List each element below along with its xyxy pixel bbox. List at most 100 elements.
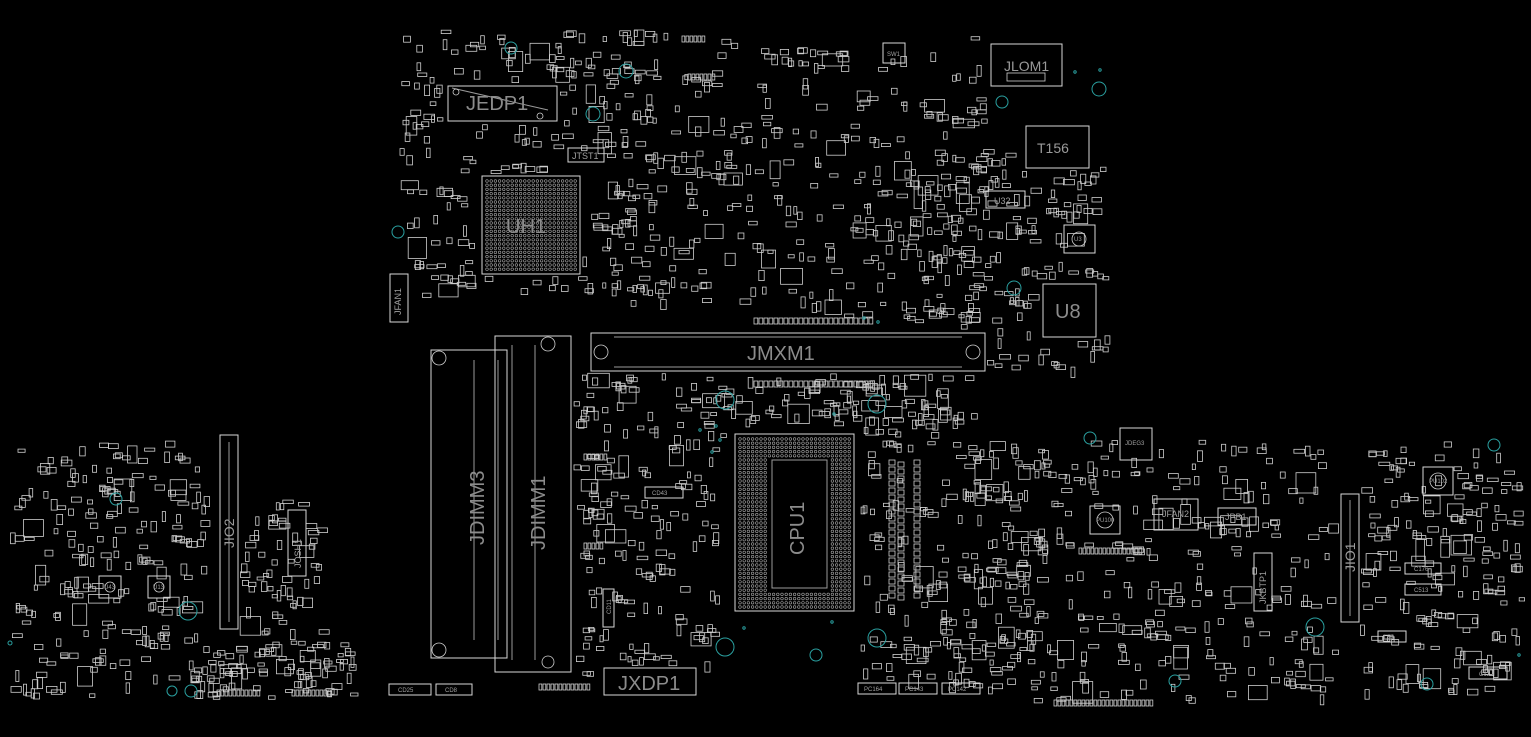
smd-part bbox=[1030, 679, 1041, 685]
bga-ball bbox=[489, 183, 493, 187]
component-c513[interactable]: C513 bbox=[1404, 583, 1442, 596]
switch-sw1[interactable]: SW1 bbox=[882, 42, 906, 64]
bga-ball bbox=[763, 567, 767, 571]
connector-jdimm1[interactable]: JDIMM1 bbox=[494, 335, 572, 673]
component-l32[interactable]: L32 bbox=[1377, 630, 1407, 643]
bga-ball bbox=[805, 445, 809, 450]
connector-jlom1[interactable]: JLOM1 bbox=[990, 43, 1063, 87]
smd-part bbox=[816, 214, 823, 222]
bga-ball bbox=[801, 601, 805, 605]
bga-ball bbox=[738, 538, 742, 542]
bga-ball bbox=[489, 187, 493, 191]
connector-jio2[interactable]: JIO2 bbox=[219, 434, 239, 630]
resistor-array bbox=[570, 683, 575, 691]
chip-u3[interactable]: U3 bbox=[1063, 224, 1096, 254]
bga-ball bbox=[531, 196, 535, 200]
bga-ball bbox=[839, 462, 843, 466]
smd-part bbox=[650, 515, 660, 522]
smd-part bbox=[1034, 470, 1040, 479]
smd-part bbox=[268, 520, 279, 526]
smd-part bbox=[156, 597, 168, 602]
capacitor-pc142[interactable]: PC142 bbox=[941, 682, 981, 695]
bga-ball bbox=[830, 575, 835, 580]
smd-part bbox=[1375, 597, 1387, 603]
connector-jpb1[interactable]: JPB1 bbox=[1217, 507, 1257, 526]
component-c176[interactable]: C176 bbox=[1404, 562, 1442, 575]
connector-jxdp1[interactable]: JXDP1 bbox=[603, 667, 697, 696]
smd-part bbox=[634, 74, 642, 82]
chip-pu102[interactable]: PU102 bbox=[1422, 466, 1454, 496]
capacitor-cd25[interactable]: CD25 bbox=[388, 683, 432, 696]
smd-part bbox=[1293, 448, 1306, 454]
smd-part bbox=[1051, 672, 1057, 682]
smd-part bbox=[1391, 465, 1398, 471]
smd-part bbox=[440, 274, 449, 281]
smd-part bbox=[1204, 621, 1210, 633]
bga-ball bbox=[560, 183, 565, 187]
smd-part bbox=[649, 428, 659, 434]
chip-u32[interactable]: U32 bbox=[985, 190, 1026, 209]
transformer-t156[interactable]: T156 bbox=[1025, 125, 1090, 169]
connector-jfan1[interactable]: JFAN1 bbox=[389, 273, 409, 323]
smd-part bbox=[299, 655, 305, 663]
connector-jtst1[interactable]: JTST1 bbox=[567, 147, 605, 163]
bga-ball bbox=[830, 592, 835, 597]
smd-part bbox=[645, 109, 651, 118]
resistor-array bbox=[1117, 699, 1122, 707]
connector-jdimm3[interactable]: JDIMM3 bbox=[430, 349, 508, 659]
chip-uh1[interactable]: UH1 bbox=[481, 175, 581, 275]
smd-part bbox=[963, 250, 975, 256]
chip-cpu1[interactable]: CPU1 bbox=[734, 433, 855, 612]
bga-ball bbox=[755, 496, 759, 500]
smd-part bbox=[1038, 613, 1049, 619]
smd-part bbox=[924, 275, 934, 281]
bga-ball bbox=[822, 596, 826, 601]
connector-jdeg3[interactable]: JDEG3 bbox=[1119, 427, 1153, 461]
bga-ball bbox=[759, 496, 763, 500]
chip-u8[interactable]: U8 bbox=[1042, 283, 1097, 338]
smd-part bbox=[566, 30, 577, 37]
smd-part bbox=[889, 608, 895, 615]
smd-part bbox=[850, 227, 859, 232]
connector-jfan2[interactable]: JFAN2 bbox=[1153, 498, 1199, 531]
resistor-array bbox=[1053, 699, 1058, 707]
connector-jio1[interactable]: JIO1 bbox=[1340, 493, 1360, 623]
connector-jkbtp1[interactable]: JKBTP1 bbox=[1253, 552, 1273, 612]
smd-part bbox=[1174, 582, 1182, 593]
chip-u43[interactable]: U43 bbox=[98, 575, 122, 599]
smd-part bbox=[872, 179, 881, 186]
smd-part bbox=[886, 676, 895, 681]
smd-part bbox=[1400, 495, 1411, 503]
smd-part bbox=[225, 671, 233, 676]
capacitor-cd8[interactable]: CD8 bbox=[435, 683, 473, 696]
connector-jmxm1[interactable]: JMXM1 bbox=[590, 332, 986, 372]
smd-part bbox=[583, 509, 590, 520]
smd-part bbox=[1128, 586, 1133, 599]
capacitor-pc164[interactable]: PC164 bbox=[857, 682, 897, 695]
smd-part bbox=[125, 682, 130, 694]
bga-ball bbox=[518, 179, 523, 183]
smd-part bbox=[937, 212, 948, 218]
smd-part bbox=[1494, 590, 1506, 596]
smd-part bbox=[1081, 660, 1086, 667]
connector-jedp1[interactable]: JEDP1 bbox=[447, 85, 558, 122]
bga-ball bbox=[759, 542, 763, 546]
capacitor-cd43[interactable]: CD43 bbox=[644, 486, 684, 499]
smd-part bbox=[888, 585, 896, 592]
bga-ball bbox=[565, 192, 569, 196]
smd-part bbox=[942, 557, 949, 563]
bga-ball bbox=[826, 592, 830, 597]
bga-ball bbox=[552, 179, 556, 183]
chip-u13[interactable]: U13 bbox=[147, 575, 171, 599]
bga-ball bbox=[527, 217, 531, 221]
connector-josh1[interactable]: JOSH1 bbox=[287, 509, 307, 577]
chip-pu100[interactable]: PU100 bbox=[1089, 505, 1121, 535]
via bbox=[718, 438, 722, 442]
capacitor-cd11[interactable]: CD11 bbox=[602, 588, 615, 628]
capacitor-pc143[interactable]: PC143 bbox=[898, 682, 938, 695]
smd-part bbox=[615, 381, 621, 392]
bga-ball bbox=[506, 242, 510, 246]
bga-ball bbox=[742, 525, 746, 529]
bga-ball bbox=[518, 204, 523, 208]
component-c12[interactable]: C12 bbox=[1468, 666, 1508, 680]
